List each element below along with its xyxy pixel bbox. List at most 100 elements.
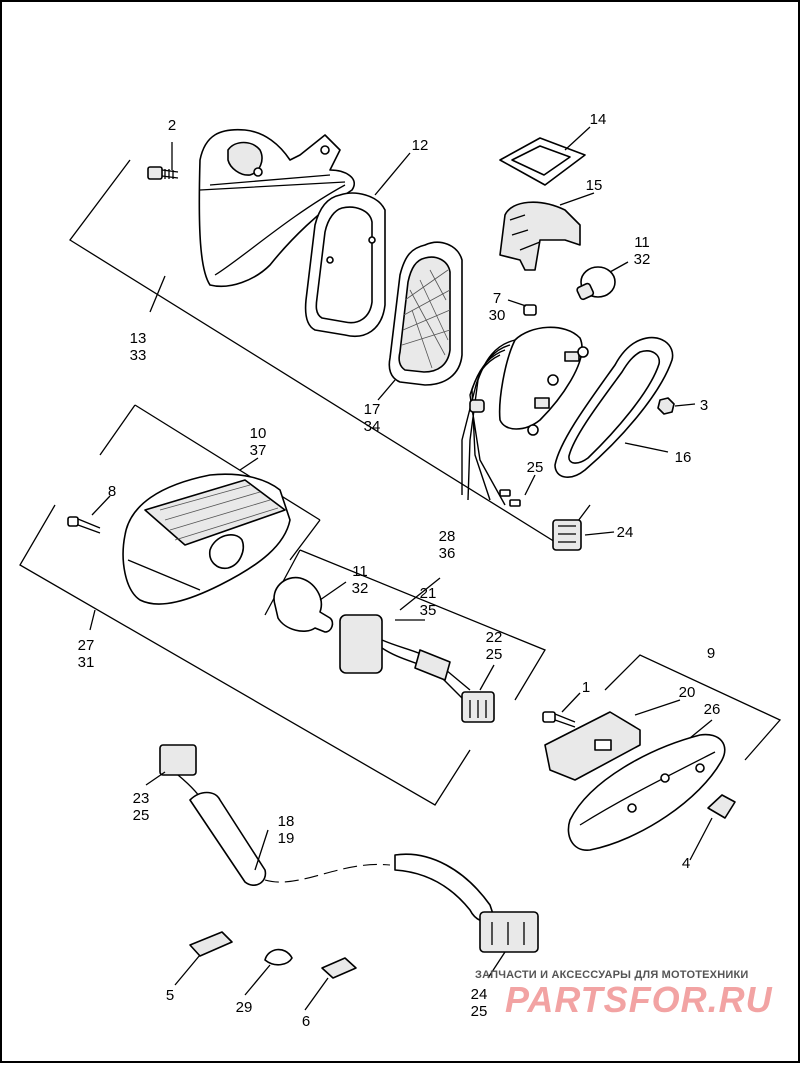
callout-4: 4: [682, 855, 690, 872]
callout-9: 9: [707, 645, 715, 662]
callout-line: 22: [486, 629, 503, 646]
callout-line: 31: [78, 654, 95, 671]
callout-8: 8: [108, 483, 116, 500]
callout-1: 1: [582, 679, 590, 696]
part-13-housing: [198, 128, 355, 288]
part-17-lens: [388, 241, 463, 386]
part-10-housing: [122, 473, 291, 605]
callout-line: 25: [471, 1003, 488, 1020]
watermark-logo: PARTSFOR.RU: [505, 979, 773, 1020]
callout-line: 25: [527, 459, 544, 476]
part-24-connector-upper: [552, 519, 582, 551]
callout-line: 12: [412, 137, 429, 154]
callout-line: 32: [352, 580, 369, 597]
part-14-gasket: [499, 137, 586, 186]
callout-line: 30: [489, 307, 506, 324]
part-29-clip: [264, 948, 293, 966]
leader-lines: [89, 126, 713, 1011]
callout-line: 28: [439, 528, 456, 545]
callout-line: 34: [364, 418, 381, 435]
callout-line: 27: [78, 637, 95, 654]
callout-15: 15: [586, 177, 603, 194]
callout-line: 10: [250, 425, 267, 442]
group-bracket-27-31: [19, 504, 471, 806]
group-bracket-9: [604, 654, 782, 761]
part-1-screw: [542, 711, 576, 728]
callout-line: 32: [634, 251, 651, 268]
part-21-socket-lower: [339, 614, 471, 699]
part-22-connector: [461, 691, 495, 723]
callout-line: 21: [420, 585, 437, 602]
callout-line: 15: [586, 177, 603, 194]
callout-24: 24: [617, 524, 634, 541]
watermark-tagline: ЗАПЧАСТИ И АКСЕССУАРЫ ДЛЯ МОТОТЕХНИКИ: [475, 969, 748, 981]
callout-line: 6: [302, 1013, 310, 1030]
callout-line: 11: [634, 234, 650, 251]
callout-line: 17: [364, 401, 381, 418]
callout-line: 8: [108, 483, 116, 500]
callout-5: 5: [166, 987, 174, 1004]
callout-3: 3: [700, 397, 708, 414]
part-11-bulb-lower: [273, 576, 334, 633]
part-11-bulb-upper: [576, 266, 616, 301]
callout-line: 16: [675, 449, 692, 466]
part-2-screw: [147, 166, 179, 180]
callout-20: 20: [679, 684, 696, 701]
group-bracket-10-37: [99, 404, 321, 561]
callout-6: 6: [302, 1013, 310, 1030]
callout-line: 20: [679, 684, 696, 701]
part-20-module: [544, 711, 641, 781]
callout-line: 11: [352, 563, 368, 580]
callout-line: 25: [133, 807, 150, 824]
part-socket-plate: [461, 326, 589, 507]
callout-line: 37: [250, 442, 267, 459]
callout-29: 29: [236, 999, 253, 1016]
part-15-bulb-shield: [499, 201, 581, 271]
part-18-harness: [189, 791, 496, 923]
callout-25: 25: [527, 459, 544, 476]
part-5-clip: [189, 931, 233, 957]
callout-26: 26: [704, 701, 721, 718]
callout-line: 19: [278, 830, 295, 847]
callout-12: 12: [412, 137, 429, 154]
part-8-screw: [67, 516, 101, 534]
callout-line: 36: [439, 545, 456, 562]
callout-line: 35: [420, 602, 437, 619]
callout-line: 33: [130, 347, 147, 364]
callout-2: 2: [168, 117, 176, 134]
callout-line: 24: [617, 524, 634, 541]
callout-line: 5: [166, 987, 174, 1004]
part-7-fuse: [523, 304, 537, 316]
callout-line: 2: [168, 117, 176, 134]
part-16-gasket: [554, 336, 674, 478]
callout-line: 23: [133, 790, 150, 807]
callout-line: 13: [130, 330, 147, 347]
part-6-clip: [321, 957, 357, 979]
callout-line: 24: [471, 986, 488, 1003]
part-12-gasket: [304, 192, 386, 337]
part-24-connector-lower: [479, 911, 539, 953]
callout-line: 9: [707, 645, 715, 662]
callout-line: 26: [704, 701, 721, 718]
callout-line: 14: [590, 111, 607, 128]
callout-line: 7: [493, 290, 501, 307]
part-4-clip: [707, 794, 736, 819]
callout-line: 1: [582, 679, 590, 696]
part-3-nut: [657, 397, 675, 415]
